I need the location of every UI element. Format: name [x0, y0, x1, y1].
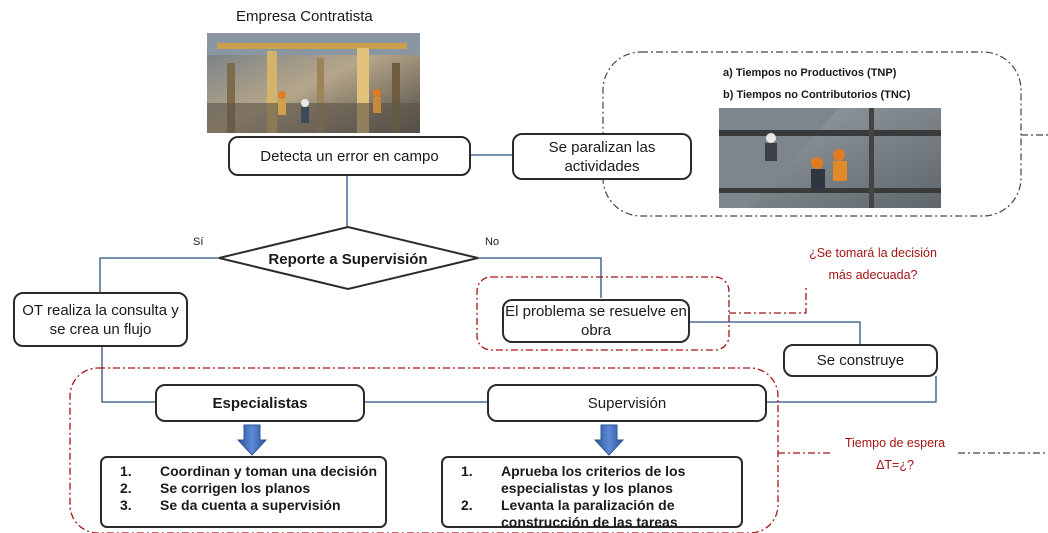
dashed-regions [69, 51, 1048, 533]
list-item: 1. Aprueba los criterios de los especiali… [461, 463, 736, 497]
time-type-a: a) Tiempos no Productivos (TNP) [723, 67, 897, 79]
problem-solved-region [476, 276, 730, 351]
specialists-steps: 1. Coordinan y toman una decisión 2. Se co… [120, 463, 380, 514]
step-text: Coordinan y toman una decisión [160, 463, 378, 479]
decision-question: ¿Se tomará la decisión más adecuada? [778, 242, 968, 286]
branch-yes-label: Sí [193, 236, 204, 248]
problem-solved-box: El problema se resuelve en obra [502, 299, 690, 343]
decision-label: Reporte a Supervisión [268, 250, 428, 268]
specialists-steps-box: 1. Coordinan y toman una decisión 2. Se co… [100, 456, 387, 528]
build-box: Se construye [783, 344, 938, 377]
list-item: 2. Se corrigen los planos [120, 480, 380, 497]
contractor-title: Empresa Contratista [236, 8, 373, 25]
specialists-down-arrow [236, 424, 268, 456]
decision-diamond [218, 225, 479, 291]
supervision-steps: 1. Aprueba los criterios de los especiali… [461, 463, 736, 531]
step-text: Levanta la paralización de construcción … [501, 497, 678, 530]
wait-time-line-1: Tiempo de espera [844, 436, 946, 450]
specialists-box: Especialistas [155, 384, 365, 422]
construction-site-photo [207, 33, 420, 133]
step-text: Aprueba los criterios de los especialist… [501, 463, 686, 496]
step-number: 1. [461, 463, 473, 479]
step-text: Se da cuenta a supervisión [160, 497, 341, 513]
branch-no-label: No [485, 236, 500, 248]
step-number: 1. [120, 463, 132, 479]
paralyze-activities-box: Se paralizan las actividades [512, 133, 692, 180]
detect-error-box: Detecta un error en campo [228, 136, 471, 176]
workers-photo [719, 108, 941, 208]
decision-question-line-2: más adecuada? [828, 268, 918, 282]
resolution-region [69, 367, 779, 533]
list-item: 3. Se da cuenta a supervisión [120, 497, 380, 514]
decision-pointer [729, 288, 807, 314]
step-number: 2. [461, 497, 473, 513]
list-item: 2. Levanta la paralización de construcció… [461, 497, 736, 531]
step-number: 3. [120, 497, 132, 513]
wait-time-line-2: ΔT=¿? [876, 458, 914, 472]
decision-question-line-1: ¿Se tomará la decisión [809, 246, 937, 260]
time-type-b: b) Tiempos no Contributorios (TNC) [723, 89, 911, 101]
supervision-steps-box: 1. Aprueba los criterios de los especiali… [441, 456, 743, 531]
wait-time-annotation: Tiempo de espera ΔT=¿? [820, 432, 970, 476]
step-text: Se corrigen los planos [160, 480, 311, 496]
list-item: 1. Coordinan y toman una decisión [120, 463, 380, 480]
supervision-box: Supervisión [487, 384, 767, 422]
connector-lines [99, 154, 937, 403]
step-number: 2. [120, 480, 132, 496]
supervision-down-arrow [593, 424, 625, 456]
ot-query-box: OT realiza la consulta y se crea un fluj… [13, 292, 188, 347]
